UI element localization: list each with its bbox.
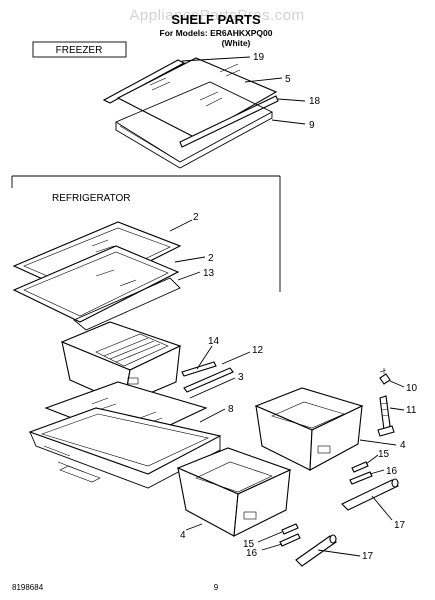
callout-5: 5 xyxy=(285,74,291,85)
freezer-label-box: FREEZER xyxy=(32,41,127,58)
humidity-control xyxy=(377,368,395,437)
callout-16-right: 16 xyxy=(386,466,398,477)
callout-19: 19 xyxy=(253,52,265,63)
drawer-rod-left xyxy=(295,535,337,567)
slide-clip-left xyxy=(281,523,299,535)
callout-17-right: 17 xyxy=(394,520,406,531)
callout-9: 9 xyxy=(309,120,315,131)
color-line: (White) xyxy=(222,38,251,48)
drawer-trim xyxy=(183,367,234,393)
refrigerator-shelf-frame xyxy=(73,277,181,331)
watermark: AppliancePartsPros.com xyxy=(129,7,304,24)
slide-clip-right xyxy=(351,461,369,473)
callout-3: 3 xyxy=(238,372,244,383)
callout-4-right: 4 xyxy=(400,440,406,451)
page-title: SHELF PARTS xyxy=(171,12,261,27)
callout-15-left: 15 xyxy=(243,539,255,550)
callout-14: 14 xyxy=(208,336,220,347)
callout-2-middle: 2 xyxy=(208,253,214,264)
crisper-drawer-right xyxy=(254,387,364,471)
crisper-cover-frame xyxy=(28,407,222,489)
callout-12: 12 xyxy=(252,345,264,356)
document-number: 8198684 xyxy=(12,583,44,592)
callout-15-right: 15 xyxy=(378,449,390,460)
callout-10: 10 xyxy=(406,383,418,394)
callout-4-left: 4 xyxy=(180,530,186,541)
callout-17-left: 17 xyxy=(362,551,374,562)
page-number: 9 xyxy=(214,583,219,592)
freezer-label: FREEZER xyxy=(56,45,103,56)
crisper-drawer-left xyxy=(176,447,292,537)
refrigerator-label: REFRIGERATOR xyxy=(52,193,131,204)
callout-8: 8 xyxy=(228,404,234,415)
callout-18: 18 xyxy=(309,96,321,107)
callout-11: 11 xyxy=(406,405,417,416)
drawer-slide-rail xyxy=(181,361,217,377)
callout-16-left: 16 xyxy=(246,548,258,559)
refrigerator-shelf-middle xyxy=(12,245,180,323)
callout-2-top: 2 xyxy=(193,212,199,223)
drawer-rod-right xyxy=(341,479,399,511)
models-line: For Models: ER6AHKXPQ00 xyxy=(160,28,273,38)
slide-stop-left xyxy=(279,533,301,547)
freezer-shelf-assembly xyxy=(102,57,279,169)
callout-13: 13 xyxy=(203,268,215,279)
slide-stop-right xyxy=(349,471,373,485)
